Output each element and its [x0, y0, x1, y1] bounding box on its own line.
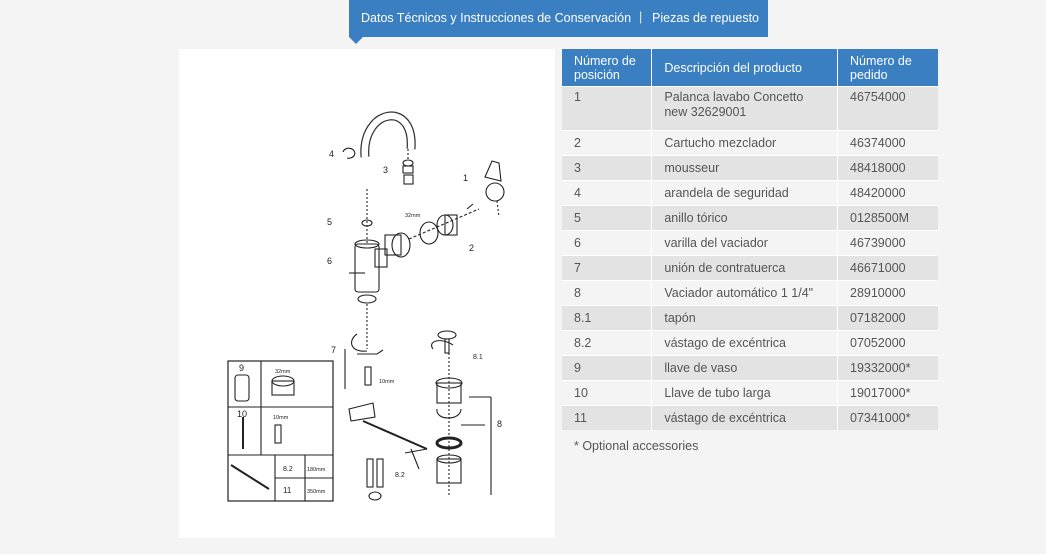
- header-position: Número de posición: [562, 49, 652, 87]
- cell-order-number: 46374000: [837, 130, 938, 156]
- inset-dim-180mm: 180mm: [307, 467, 326, 473]
- label-8-2: 8.2: [395, 472, 405, 479]
- cell-position: 2: [562, 130, 652, 156]
- cell-position: 1: [562, 86, 652, 131]
- inset-label-8-2: 8.2: [283, 466, 293, 473]
- label-32mm: 32mm: [405, 213, 421, 219]
- cell-position: 5: [562, 205, 652, 231]
- cell-order-number: 28910000: [837, 280, 938, 306]
- cell-description: arandela de seguridad: [651, 180, 838, 206]
- table-row: 8.1 tapón 07182000: [562, 305, 938, 331]
- table-row: 8.2 vástago de excéntrica 07052000: [562, 330, 938, 356]
- cell-position: 11: [562, 405, 652, 430]
- label-4: 4: [329, 149, 334, 159]
- table-row: 10 Llave de tubo larga 19017000*: [562, 380, 938, 406]
- table-row: 3 mousseur 48418000: [562, 155, 938, 181]
- cell-description: vástago de excéntrica: [651, 330, 838, 356]
- optional-accessories-note: * Optional accessories: [574, 439, 699, 453]
- label-1: 1: [463, 173, 468, 183]
- table-row: 2 Cartucho mezclador 46374000: [562, 130, 938, 156]
- tab-bar: Datos Técnicos y Instrucciones de Conser…: [349, 0, 768, 37]
- cell-order-number: 07341000*: [837, 405, 938, 430]
- inset-dim-350mm: 350mm: [307, 489, 326, 495]
- cell-order-number: 07052000: [837, 330, 938, 356]
- cell-order-number: 46739000: [837, 230, 938, 256]
- cell-position: 8: [562, 280, 652, 306]
- cell-order-number: 48418000: [837, 155, 938, 181]
- label-7: 7: [331, 345, 336, 355]
- cell-description: llave de vaso: [651, 355, 838, 381]
- cell-description: unión de contratuerca: [651, 255, 838, 281]
- cell-description: vástago de excéntrica: [651, 405, 838, 430]
- label-6: 6: [327, 256, 332, 266]
- label-8-1: 8.1: [473, 354, 483, 361]
- inset-label-11: 11: [283, 486, 292, 495]
- inset-dim-32mm: 32mm: [275, 369, 291, 375]
- diagram-drawing: 4 3 1 5 32mm 2 6 7 10mm 8.1 8 8.2 9 32mm…: [227, 111, 505, 502]
- inset-dim-10mm: 10mm: [273, 415, 289, 421]
- cell-description: Palanca lavabo Concetto new 32629001: [651, 86, 838, 131]
- tab-separator: |: [639, 10, 643, 24]
- cell-position: 10: [562, 380, 652, 406]
- cell-description: varilla del vaciador: [651, 230, 838, 256]
- header-description: Descripción del producto: [651, 49, 838, 87]
- cell-position: 8.2: [562, 330, 652, 356]
- table-row: 5 anillo tórico 0128500M: [562, 205, 938, 231]
- tab-spare-parts[interactable]: Piezas de repuesto: [652, 11, 760, 25]
- active-tab-caret: [349, 37, 363, 44]
- cell-order-number: 48420000: [837, 180, 938, 206]
- cell-order-number: 19332000*: [837, 355, 938, 381]
- inset-label-9: 9: [239, 363, 244, 373]
- header-order-number: Número de pedido: [837, 49, 938, 87]
- table-row: 4 arandela de seguridad 48420000: [562, 180, 938, 206]
- table-row: 7 unión de contratuerca 46671000: [562, 255, 938, 281]
- cell-position: 7: [562, 255, 652, 281]
- cell-order-number: 19017000*: [837, 380, 938, 406]
- cell-position: 4: [562, 180, 652, 206]
- label-8: 8: [497, 419, 502, 429]
- cell-description: Llave de tubo larga: [651, 380, 838, 406]
- label-10mm: 10mm: [379, 379, 395, 385]
- table-row: 6 varilla del vaciador 46739000: [562, 230, 938, 256]
- table-row: 1 Palanca lavabo Concetto new 32629001 4…: [562, 86, 938, 131]
- inset-label-10: 10: [237, 409, 247, 419]
- cell-position: 8.1: [562, 305, 652, 331]
- table-header-row: Número de posición Descripción del produ…: [562, 49, 938, 87]
- cell-description: tapón: [651, 305, 838, 331]
- cell-order-number: 07182000: [837, 305, 938, 331]
- label-3: 3: [383, 165, 388, 175]
- table-row: 8 Vaciador automático 1 1/4" 28910000: [562, 280, 938, 306]
- cell-position: 6: [562, 230, 652, 256]
- cell-position: 9: [562, 355, 652, 381]
- cell-position: 3: [562, 155, 652, 181]
- table-row: 11 vástago de excéntrica 07341000*: [562, 405, 938, 430]
- tab-technical-data[interactable]: Datos Técnicos y Instrucciones de Conser…: [361, 11, 632, 25]
- label-5: 5: [327, 217, 332, 227]
- cell-order-number: 46754000: [837, 86, 938, 131]
- cell-description: anillo tórico: [651, 205, 838, 231]
- cell-order-number: 0128500M: [837, 205, 938, 231]
- cell-description: Vaciador automático 1 1/4": [651, 280, 838, 306]
- cell-order-number: 46671000: [837, 255, 938, 281]
- cell-description: Cartucho mezclador: [651, 130, 838, 156]
- exploded-parts-diagram: 4 3 1 5 32mm 2 6 7 10mm 8.1 8 8.2 9 32mm…: [179, 49, 555, 538]
- label-2: 2: [469, 243, 474, 253]
- table-row: 9 llave de vaso 19332000*: [562, 355, 938, 381]
- spare-parts-table: Número de posición Descripción del produ…: [562, 49, 938, 430]
- cell-description: mousseur: [651, 155, 838, 181]
